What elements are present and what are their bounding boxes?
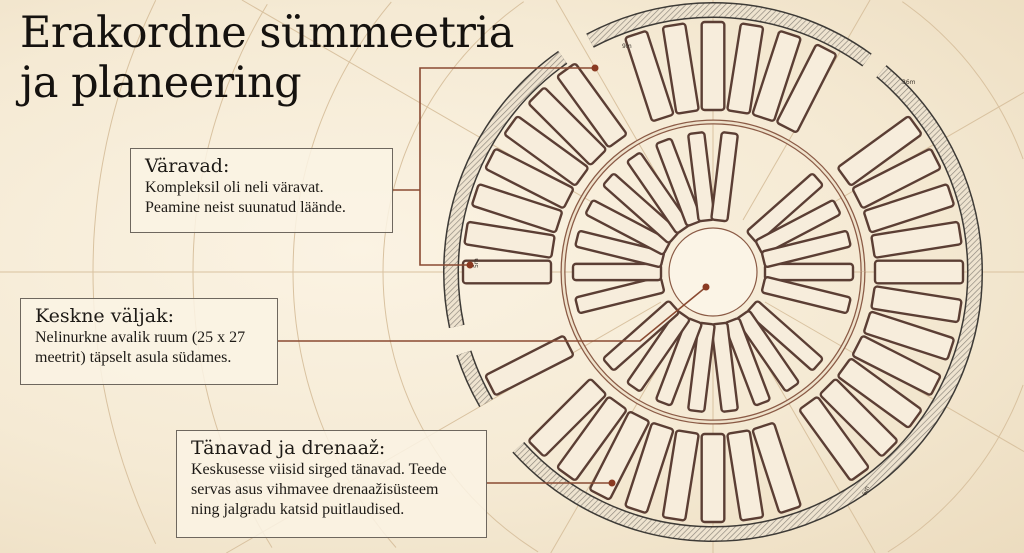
callout-streets-drainage: Tänavad ja drenaaž: Keskusesse viisid si…: [176, 430, 487, 538]
dim-north-gate: 9m: [622, 43, 632, 50]
callout-text: meetrit) täpselt asula südames.: [35, 349, 232, 366]
outer-wall: [443, 2, 983, 542]
dim-south-gate: 6m: [861, 485, 871, 497]
callout-heading: Väravad:: [145, 155, 230, 177]
callout-gates: Väravad: Kompleksil oli neli väravat. Pe…: [130, 148, 393, 233]
callout-heading: Keskne väljak:: [35, 305, 174, 327]
central-plaza: [668, 227, 758, 317]
dim-west-gate: 5m: [473, 258, 480, 268]
title-line-2: ja planeering: [20, 58, 302, 108]
callout-central-square: Keskne väljak: Nelinurkne avalik ruum (2…: [20, 298, 278, 385]
callout-text: Kompleksil oli neli väravat.: [145, 179, 324, 196]
callout-heading: Tänavad ja drenaaž:: [191, 437, 386, 459]
page-title: Erakordne sümmeetria ja planeering: [20, 8, 514, 108]
callout-text: Nelinurkne avalik ruum (25 x 27: [35, 329, 246, 346]
callout-dots: [466, 64, 710, 487]
callout-text: Keskusesse viisid sirged tänavad. Teede: [191, 461, 447, 478]
callout-text: Peamine neist suunatud läände.: [145, 199, 346, 216]
house-cells: [461, 20, 965, 524]
title-line-1: Erakordne sümmeetria: [20, 8, 514, 58]
dim-east-gate: 36m: [902, 79, 916, 86]
callout-text: ning jalgradu katsid puitlaudised.: [191, 501, 405, 518]
callout-text: servas asus vihmavee drenaažisüsteem: [191, 481, 439, 498]
callout-leader-lines: [278, 67, 707, 484]
